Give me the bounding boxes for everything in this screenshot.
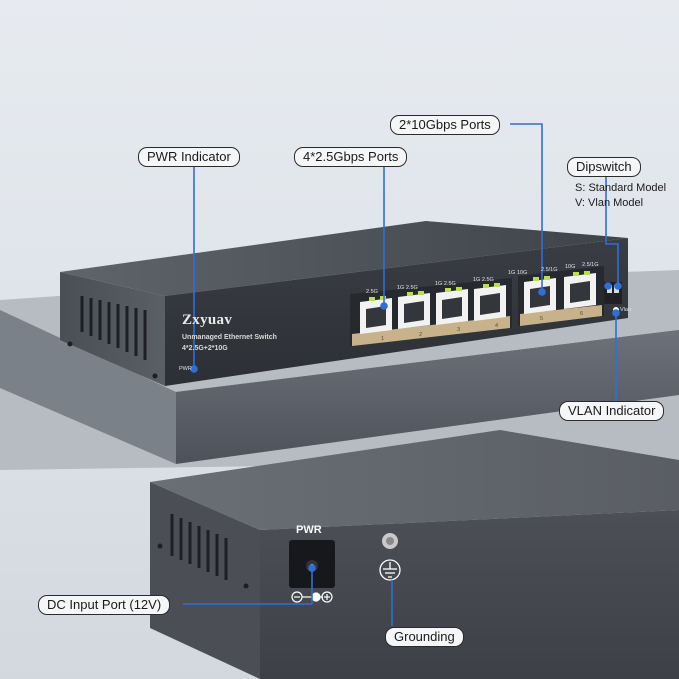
- pwr-indicator-callout: PWR Indicator: [138, 147, 240, 167]
- rear-switch-panel: [260, 510, 679, 679]
- port-speed-label: 1G 2.5G: [397, 285, 418, 291]
- rear-switch-top: [150, 430, 679, 530]
- dipswitch-standard-note: S: Standard Model: [575, 182, 667, 194]
- port-leds: [369, 271, 590, 301]
- brand-logo-text: Zxyuav: [182, 312, 233, 328]
- port-speed-label: 2.5G: [366, 289, 378, 295]
- port-speed-label: 10G: [565, 264, 576, 270]
- rj45-ports-10g: [524, 273, 596, 314]
- port-number-strip: [352, 316, 510, 346]
- port-number: 4: [495, 323, 499, 329]
- vlan-indicator-callout: VLAN Indicator: [559, 401, 665, 421]
- ports-10g-callout: 2*10Gbps Ports: [390, 115, 500, 135]
- dc-input-callout: DC Input Port (12V): [38, 595, 171, 615]
- dipswitch-v-label: V: [614, 296, 618, 302]
- rear-pwr-label: PWR: [296, 524, 322, 536]
- rj45-ports-2-5g: [360, 285, 506, 334]
- side-vents: [80, 296, 147, 360]
- dipswitch-vlan-note: V: Vlan Model: [575, 197, 644, 209]
- port-number: 6: [580, 311, 584, 317]
- dipswitch-s-label: S: [606, 296, 610, 302]
- port-number: 1: [381, 336, 385, 342]
- grounding-callout: Grounding: [385, 627, 464, 647]
- rear-switch-side: [150, 482, 260, 679]
- vlan-led-label: Vlan: [620, 307, 632, 313]
- dipswitch-callout: Dipswitch: [567, 157, 641, 177]
- port-speed-label: 1G 2.5G: [473, 277, 494, 283]
- front-switch-side: [60, 272, 165, 386]
- port-speed-label: 1G 2.5G: [435, 281, 456, 287]
- polarity-symbol: [291, 591, 333, 603]
- ground-symbol: [379, 559, 401, 581]
- front-switch-top: [60, 221, 628, 296]
- port-speed-label: 2.5/1G: [541, 267, 558, 273]
- port-number: 3: [457, 327, 461, 333]
- panel-model: 4*2.5G+2*10G: [182, 345, 228, 352]
- port-number: 5: [540, 316, 544, 322]
- ports-2-5g-callout: 4*2.5Gbps Ports: [294, 147, 408, 167]
- port-speed-label: 2.5/1G: [582, 262, 599, 268]
- panel-subtitle: Unmanaged Ethernet Switch: [182, 334, 277, 341]
- port-number: 2: [419, 332, 423, 338]
- shelf-front: [176, 330, 679, 464]
- pwr-led-label: PWR: [179, 366, 192, 372]
- port-speed-label: 1G 10G: [508, 270, 528, 276]
